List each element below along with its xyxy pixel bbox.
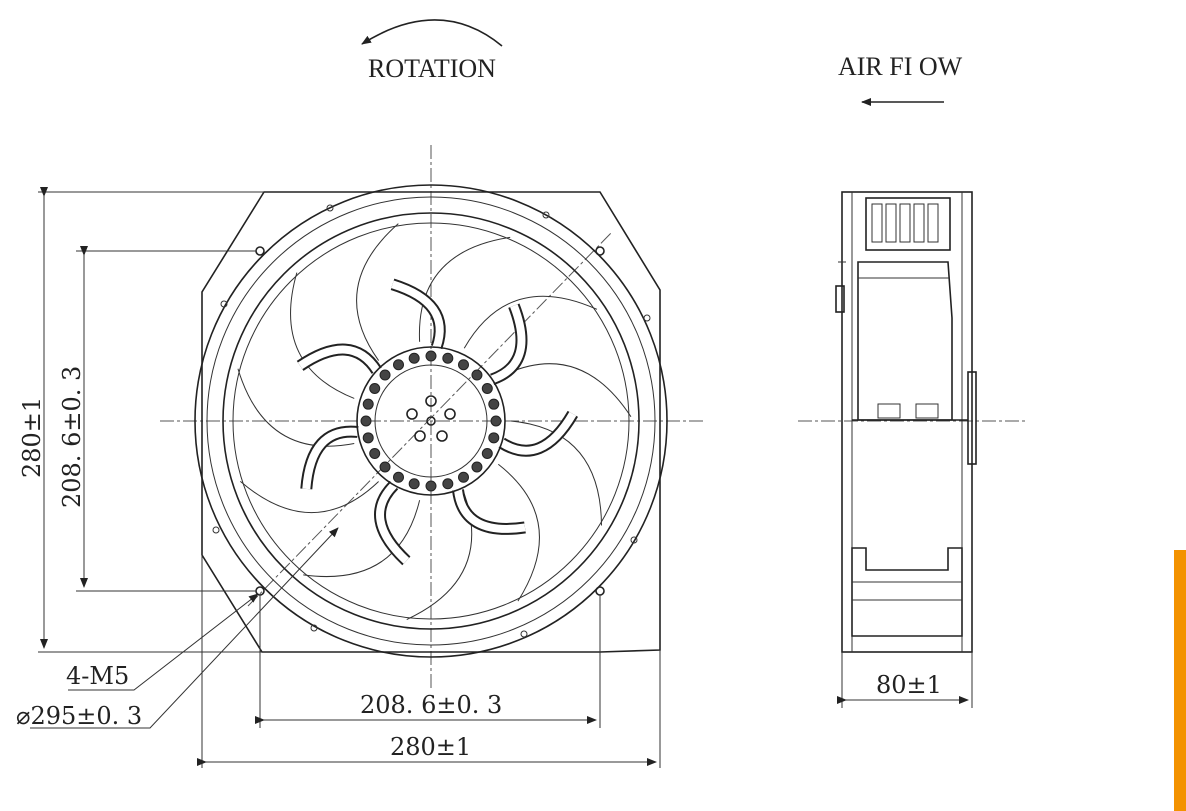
rotation-label: ROTATION: [368, 54, 496, 83]
hub-bolt: [379, 461, 391, 473]
impeller-blade: [463, 295, 598, 349]
dim-height-outer: 280±1: [18, 397, 46, 478]
hub-bolt: [369, 448, 381, 459]
hub-bolt: [488, 432, 500, 444]
dim-hole-spacing: 208. 6±0. 3: [360, 691, 502, 719]
hub-bolt: [369, 383, 381, 394]
motor-body: [857, 261, 953, 421]
impeller-blade: [356, 223, 399, 361]
hub-bolt: [393, 471, 404, 483]
dim-outer-diameter: ⌀295±0. 3: [16, 702, 142, 730]
motor-struts: [296, 278, 579, 566]
fan-front-view: [160, 145, 705, 690]
impeller-blade: [497, 463, 540, 602]
impeller-blade: [303, 500, 421, 578]
hub-bolt: [458, 471, 469, 483]
outer-flange-ring: [194, 184, 668, 658]
hub-bolt: [471, 461, 483, 473]
dim-height-holes: 208. 6±0. 3: [58, 366, 86, 508]
motor-strut-fill: [376, 482, 410, 564]
flange-hole: [326, 204, 334, 212]
hub-bolt: [425, 480, 437, 492]
hub-bolt: [471, 369, 483, 381]
side-housing: [841, 191, 973, 653]
flange-hole: [542, 211, 550, 219]
accent-bar: [1174, 550, 1186, 811]
motor-strut-fill: [391, 280, 444, 349]
flange-hole: [220, 300, 228, 308]
hub-center-holes: [406, 395, 456, 442]
hub-bolt: [458, 359, 469, 371]
flange-hole: [643, 314, 651, 322]
hub-bolt: [362, 398, 374, 410]
impeller-blade: [240, 481, 379, 514]
hub-bolt: [488, 398, 500, 410]
hub-bolt-ring: [360, 350, 502, 492]
hub-bolt: [481, 383, 493, 394]
motor-strut-fill: [499, 411, 577, 455]
hub-bolt: [442, 352, 454, 364]
hub-bolt: [425, 350, 437, 362]
motor-strut-fill: [454, 489, 526, 533]
inner-venturi-ring: [232, 222, 630, 620]
terminal-block: [865, 197, 951, 251]
inner-flange-ring: [206, 196, 656, 646]
impeller-blade: [237, 368, 355, 447]
airflow-label: AIR FI OW: [838, 52, 963, 81]
motor-strut-fill: [297, 345, 381, 373]
terminal-pins: [871, 203, 939, 243]
hub-bolt: [362, 432, 374, 444]
hub-inner: [374, 364, 488, 478]
flange-hole: [520, 630, 528, 638]
flange-hole: [310, 624, 318, 632]
hub-outer: [356, 346, 506, 496]
dim-depth: 80±1: [876, 671, 942, 699]
flange-hole: [212, 526, 220, 534]
mounting-hole: [595, 586, 605, 596]
mounting-hole: [595, 246, 605, 256]
hub-bolt: [408, 352, 420, 364]
fan-side-view: 80±1: [798, 191, 1026, 708]
flange-hole: [630, 536, 638, 544]
hub-bolt: [442, 478, 454, 490]
venturi-ring: [222, 212, 640, 630]
hub-bolt: [379, 369, 391, 381]
impeller-blade: [418, 236, 511, 342]
mounting-hole: [255, 246, 265, 256]
hub-bolt: [408, 478, 420, 490]
impeller-blades: [237, 223, 632, 620]
rotation-arrow: [361, 19, 503, 47]
motor-strut-fill: [490, 304, 526, 384]
hub-bolt: [393, 359, 404, 371]
rotation-indicator: ROTATION: [361, 19, 503, 83]
dim-screw-spec: 4-M5: [66, 662, 129, 690]
hub-bolt: [481, 448, 493, 459]
hub-bolt: [360, 415, 372, 427]
front-dimensions: 280±1 208. 6±0. 3 208. 6±0. 3 280±1 4-M5…: [16, 187, 661, 768]
dim-front-width: 280±1: [390, 733, 471, 761]
hub-bolt: [490, 415, 502, 427]
motor-strut-fill: [302, 427, 359, 490]
airflow-indicator: AIR FI OW: [838, 52, 963, 106]
impeller-blade: [290, 272, 355, 399]
side-bottom-frame: [851, 547, 963, 637]
impeller-blade: [498, 363, 632, 418]
impeller-blade: [510, 420, 603, 526]
front-diagonal-centerline: [247, 231, 613, 607]
